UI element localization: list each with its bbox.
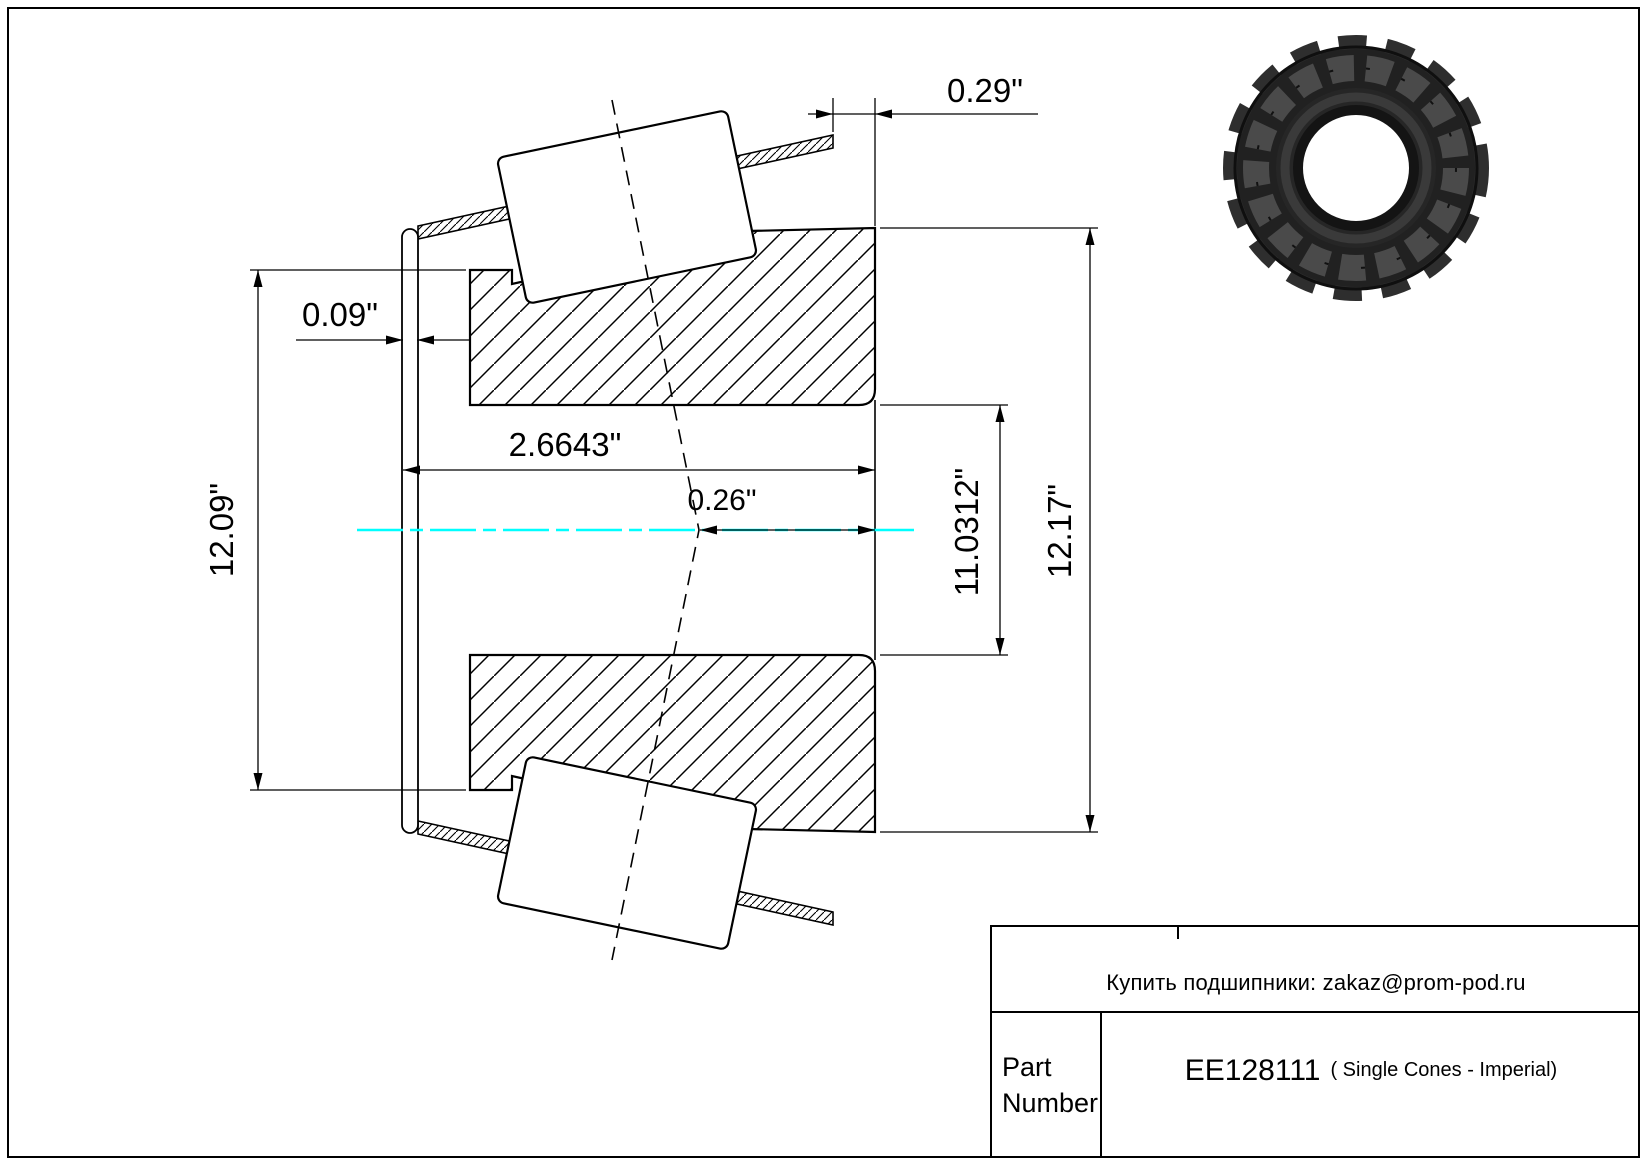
dim-1217: 12.17" <box>880 227 1098 833</box>
roller-axis-dashed-line <box>611 99 700 961</box>
upper-roller <box>496 110 758 304</box>
dimensions: 0.29" 0.09" 2.6643" <box>203 72 1098 833</box>
title-block-note-row: Купить подшипники: zakaz@prom-pod.ru <box>992 927 1640 1013</box>
lower-roller <box>496 756 758 950</box>
title-block-tick <box>1177 927 1179 939</box>
title-block-part-row: Part Number EE128111 ( Single Cones - Im… <box>992 1013 1640 1158</box>
dim-110312: 11.0312" <box>880 404 1008 656</box>
dim-009: 0.09" <box>296 296 470 345</box>
dim-029: 0.29" <box>808 72 1038 226</box>
cone-cross-section <box>357 99 917 961</box>
seller-note: Купить подшипники: zakaz@prom-pod.ru <box>1106 970 1526 995</box>
dim-110312-text: 11.0312" <box>948 468 985 597</box>
part-number-value: EE128111 <box>1184 1053 1321 1087</box>
part-type: ( Single Cones - Imperial) <box>1330 1059 1558 1081</box>
dim-1217-text: 12.17" <box>1041 484 1078 578</box>
part-number-cell: EE128111 ( Single Cones - Imperial) <box>1102 1013 1640 1158</box>
title-block: Купить подшипники: zakaz@prom-pod.ru Par… <box>990 925 1640 1158</box>
bearing-product-image <box>1223 35 1489 301</box>
dim-26643: 2.6643" <box>403 426 875 475</box>
dim-026-text: 0.26" <box>687 484 756 517</box>
dim-029-text: 0.29" <box>947 72 1023 109</box>
dim-009-text: 0.09" <box>302 296 378 333</box>
dim-26643-text: 2.6643" <box>509 426 622 463</box>
dim-1209-text: 12.09" <box>203 483 240 577</box>
part-number-label: Part Number <box>992 1013 1102 1158</box>
dim-1209: 12.09" <box>203 269 466 791</box>
dim-026: 0.26" <box>687 484 875 535</box>
